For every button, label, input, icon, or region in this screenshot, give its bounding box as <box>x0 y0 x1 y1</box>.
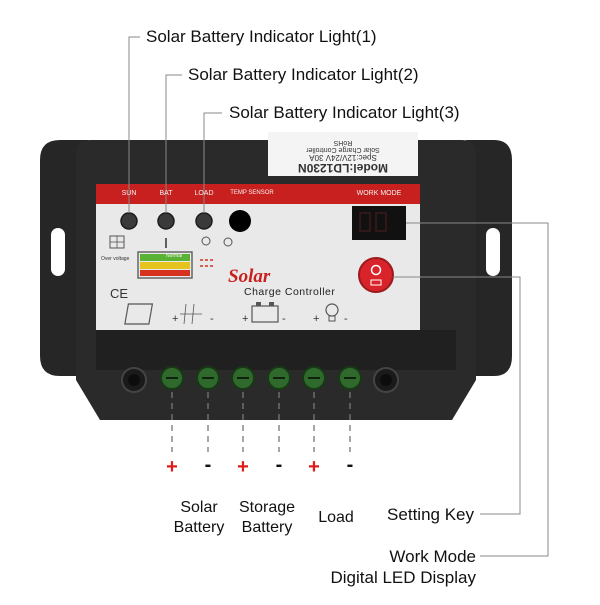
callout-work-mode-display: Work Mode Digital LED Display <box>331 546 477 589</box>
left-mount-slot <box>51 228 65 276</box>
callout-indicator-3: Solar Battery Indicator Light(3) <box>229 103 460 122</box>
sticker-model: Model:LD1230N <box>297 161 389 175</box>
brand-solar: Solar <box>228 266 271 287</box>
sticker-rohs: RoHS <box>333 138 353 146</box>
lamp-icon <box>325 303 339 322</box>
battery-icon <box>251 302 279 323</box>
svg-text:-: - <box>282 313 286 325</box>
temp-sensor-port <box>229 210 251 232</box>
polarity-solar-negative: - <box>204 454 212 476</box>
label-storage-line1: Storage <box>238 499 296 516</box>
sun-indicator-led <box>120 212 138 230</box>
terminal-ridge <box>96 330 456 370</box>
display-digit-1 <box>359 212 371 232</box>
sticker-spec: Spec:12V/24V 30A <box>309 153 377 163</box>
label-solar-battery: Solar Battery <box>159 498 239 538</box>
callout-setting-key: Setting Key <box>387 505 474 524</box>
label-bat: BAT <box>159 190 173 197</box>
label-storage-battery: Storage Battery <box>227 498 307 538</box>
svg-text:+: + <box>242 313 248 325</box>
svg-text:+: + <box>172 313 178 325</box>
brand-subtitle: Charge Controller <box>244 286 336 298</box>
solar-panel-icon <box>124 303 202 325</box>
battery-level-low <box>140 270 190 276</box>
red-indicator-band <box>96 184 420 204</box>
polarity-solar-positive: + <box>166 456 178 478</box>
label-storage-line2: Battery <box>241 519 293 536</box>
display-digit-2 <box>375 212 387 232</box>
label-solar-line1: Solar <box>180 499 218 516</box>
lamp-icon-small-2 <box>223 237 233 247</box>
callout-indicator-1: Solar Battery Indicator Light(1) <box>146 27 377 46</box>
leader-line-indicator-3 <box>203 112 222 213</box>
battery-level-normal <box>140 254 190 261</box>
polarity-battery-negative: - <box>275 454 283 476</box>
lamp-icon-small <box>201 236 211 246</box>
leader-line-indicator-2 <box>165 74 182 213</box>
callout-indicator-2: Solar Battery Indicator Light(2) <box>188 65 419 84</box>
polarity-load-positive: + <box>308 456 320 478</box>
bat-indicator-led <box>157 212 175 230</box>
label-load: Load <box>318 509 354 526</box>
label-load: LOAD <box>194 190 214 197</box>
ce-mark: CE <box>110 286 129 301</box>
load-indicator-led <box>195 212 213 230</box>
label-work-mode: WORK MODE <box>356 190 402 197</box>
polarity-load-negative: - <box>346 454 354 476</box>
sticker-desc: Solar Charge Controller <box>306 146 380 154</box>
spec-sticker-text: Model:LD1230N Spec:12V/24V 30A Solar Cha… <box>270 134 416 175</box>
callout-display-line2: Digital LED Display <box>330 568 477 588</box>
over-voltage-label: Over voltage <box>101 256 130 262</box>
mode-icon <box>370 279 382 286</box>
right-mount-slot <box>486 228 500 276</box>
battery-level-icon <box>137 251 193 279</box>
polarity-battery-positive: + <box>237 456 249 478</box>
svg-text:-: - <box>210 313 214 325</box>
normal-label: Normal <box>166 253 183 259</box>
label-solar-line2: Battery <box>173 519 225 536</box>
svg-text:-: - <box>344 313 348 325</box>
digital-led-display <box>352 206 406 240</box>
leader-line-display <box>406 222 549 557</box>
spec-sticker <box>268 132 418 176</box>
label-sun: SUN <box>121 190 137 197</box>
battery-level-mid <box>140 262 190 269</box>
leader-line-indicator-1 <box>128 36 140 213</box>
leader-line-setting-key <box>393 276 521 515</box>
svg-text:+: + <box>313 313 319 325</box>
callout-display-line1: Work Mode <box>389 547 476 566</box>
power-icon <box>370 264 382 276</box>
label-temp-sensor: TEMP SENSOR <box>230 190 274 196</box>
